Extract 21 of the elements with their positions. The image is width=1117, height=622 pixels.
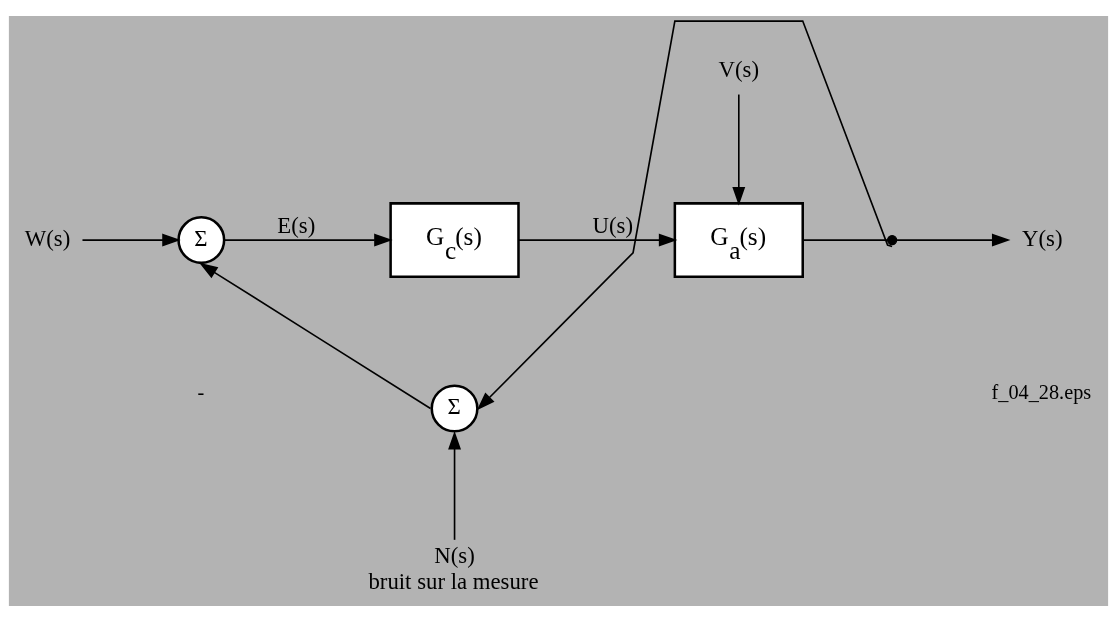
arrow [223, 233, 393, 247]
arrow [448, 431, 462, 541]
label: f_04_28.eps [991, 381, 1092, 404]
arrow [896, 233, 1011, 247]
label: - [197, 381, 205, 404]
node-dot [886, 234, 898, 246]
node-label: bruit sur la mesure [368, 568, 539, 594]
arrow [476, 20, 893, 411]
node-circle: Σ [430, 384, 479, 433]
node-text: W(s) [24, 225, 71, 251]
arrow [199, 262, 432, 410]
edge-label: U(s) [592, 213, 634, 239]
arrow [732, 93, 746, 206]
node-circle: Σ [177, 216, 226, 265]
node-text: V(s) [718, 57, 759, 83]
node-text: N(s) [434, 543, 475, 569]
edge-label: E(s) [277, 213, 316, 239]
arrow [517, 233, 678, 247]
node-text: Y(s) [1022, 225, 1063, 251]
connector [802, 239, 889, 241]
arrow [81, 233, 181, 247]
